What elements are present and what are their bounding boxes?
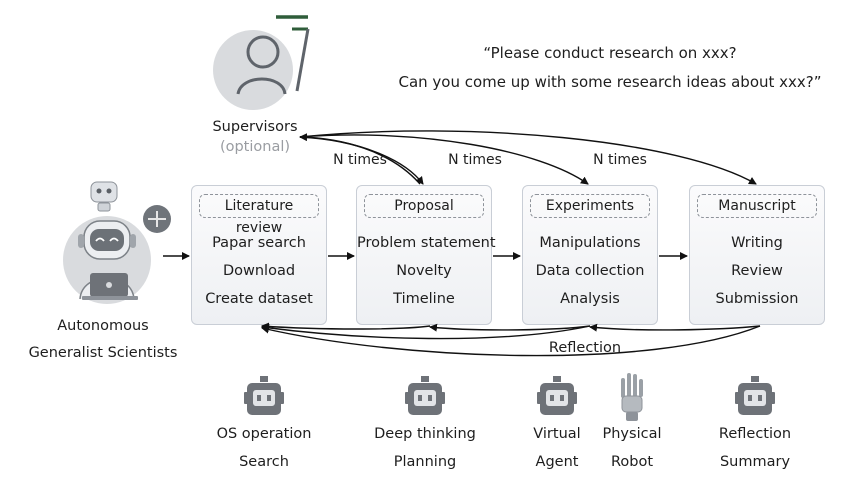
tool-label-os-operation: OS operation Search (204, 420, 324, 476)
tool-label-line: Physical (602, 426, 662, 442)
arrow-reflection-experiments (261, 323, 591, 340)
tool-label-line: Robot (610, 454, 654, 470)
agent-label-line-2: Generalist Scientists (28, 345, 178, 361)
stage-item: Submission (715, 291, 799, 307)
stage-item: Manipulations (539, 235, 641, 251)
stage-item: Novelty (396, 263, 452, 279)
stage-proposal: Proposal Problem statement Novelty Timel… (356, 185, 496, 325)
arrow-reflection-manuscript (261, 325, 761, 357)
arrow-proposal-to-supervisor (299, 133, 421, 185)
tool-label-virtual-agent: Virtual Agent (522, 420, 592, 476)
stage-manuscript: Manuscript Writing Review Submission (689, 185, 825, 325)
arrow-reflection-experiments-proposal (429, 323, 591, 332)
loop-label: N times (593, 152, 647, 168)
tool-label-physical-robot: Physical Robot (597, 420, 667, 476)
loop-label: N times (333, 152, 387, 168)
stage-item: Timeline (393, 291, 455, 307)
supervisor-icon (213, 15, 310, 110)
arrow-reflection-proposal (261, 322, 431, 331)
arrow-supervisor-to-experiments (299, 134, 589, 185)
tool-label-deep-thinking: Deep thinking Planning (360, 420, 490, 476)
tool-label-line: Search (239, 454, 289, 470)
stage-item: Analysis (560, 291, 620, 307)
prompt-quote-line-2: Can you come up with some research ideas… (398, 73, 822, 91)
tool-label-line: Virtual (533, 426, 581, 442)
stage-literature-review: Literature review Papar search Download … (191, 185, 327, 325)
robot-icon (244, 376, 284, 415)
arrow-reflection-manuscript-experiments (589, 323, 761, 332)
robot-hand-icon (621, 373, 643, 421)
stage-experiments: Experiments Manipulations Data collectio… (522, 185, 658, 325)
stage-item: Writing (731, 235, 783, 251)
arrow-supervisor-to-manuscript (299, 130, 757, 185)
stage-item: Papar search (212, 235, 306, 251)
stage-item: Create dataset (205, 291, 313, 307)
prompt-quote-line-1: “Please conduct research on xxx? (483, 44, 737, 62)
stage-item: Download (222, 263, 296, 279)
stage-title: Manuscript (697, 194, 817, 218)
tool-label-reflection: Reflection Summary (705, 420, 805, 476)
stage-title: Literature review (199, 194, 319, 236)
supervisor-label: Supervisors (212, 119, 298, 135)
robot-icon (735, 376, 775, 415)
stage-item: Review (731, 263, 783, 279)
tool-label-line: Agent (535, 454, 579, 470)
tool-label-line: Summary (719, 454, 791, 470)
reflection-label: Reflection (548, 340, 622, 356)
robot-icon (537, 376, 577, 415)
tool-label-line: Reflection (718, 426, 792, 442)
stage-item: Data collection (535, 263, 645, 279)
robot-icon (405, 376, 445, 415)
scientist-agent-icon (63, 181, 171, 304)
stage-item: Problem statement (357, 235, 496, 251)
tool-label-line: Deep thinking (374, 426, 476, 442)
agent-label-line-1: Autonomous (57, 318, 149, 334)
supervisor-optional-note: (optional) (219, 139, 291, 155)
tool-label-line: OS operation (216, 426, 312, 442)
loop-label: N times (448, 152, 502, 168)
tool-label-line: Planning (393, 454, 457, 470)
stage-title: Experiments (530, 194, 650, 218)
stage-title: Proposal (364, 194, 484, 218)
